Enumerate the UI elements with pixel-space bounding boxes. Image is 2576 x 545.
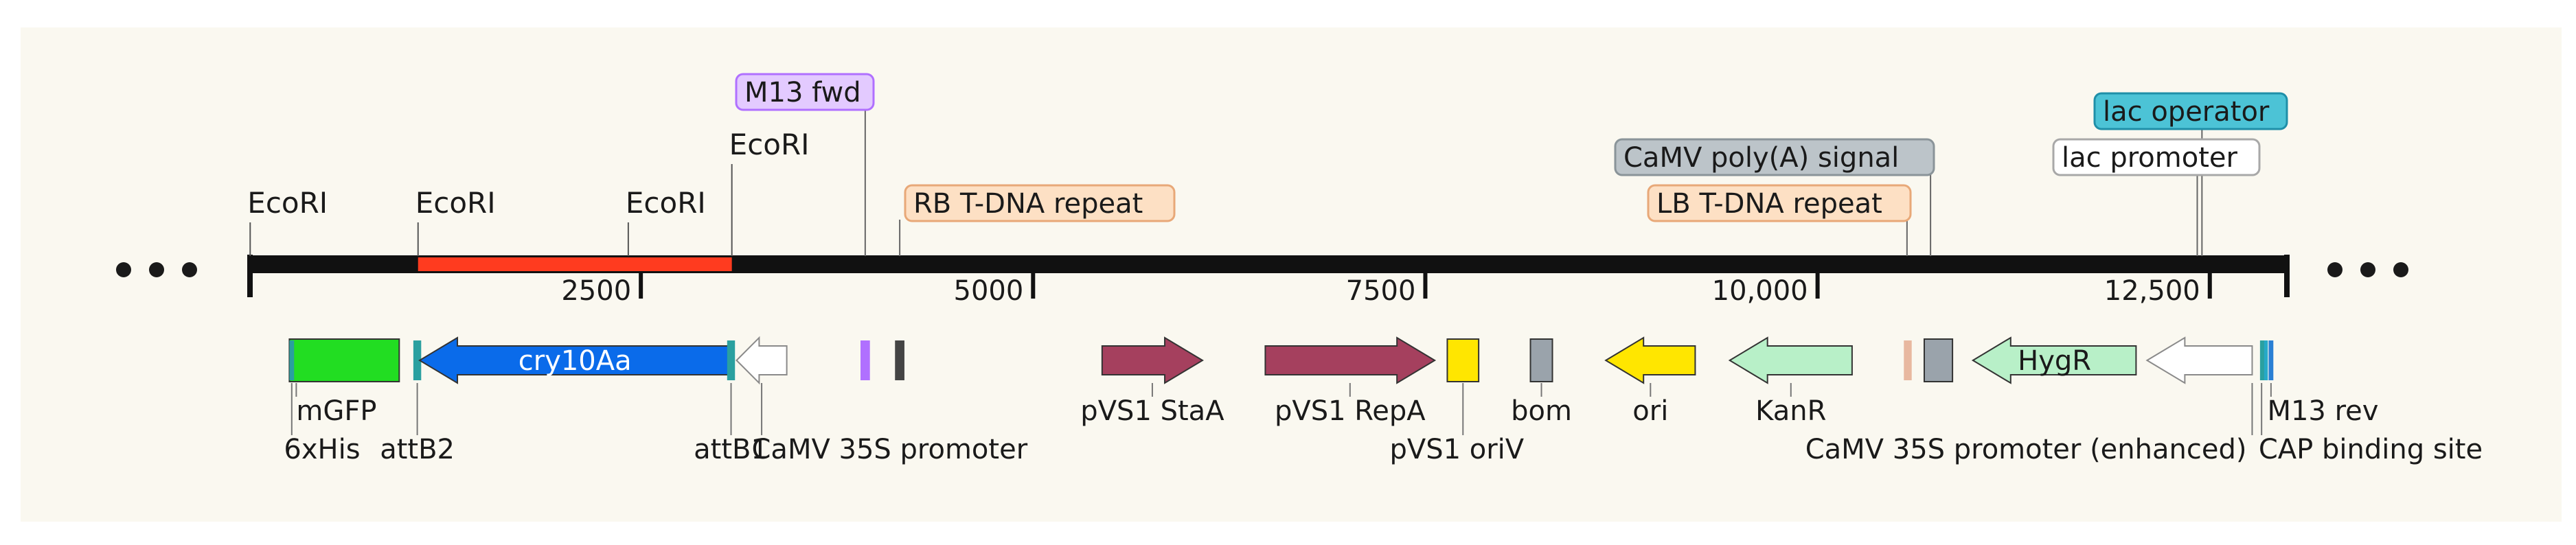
feature-label: KanR: [1755, 395, 1826, 427]
feature-box: [1529, 338, 1553, 382]
feature-label: CaMV 35S promoter: [752, 434, 1028, 465]
callout-box: [904, 184, 1176, 222]
truncation-dot: [182, 262, 197, 277]
feature-label: pVS1 RepA: [1275, 395, 1426, 427]
feature-arrow: [1604, 336, 1696, 384]
restriction-site-label: EcoRI: [247, 186, 328, 220]
ruler-ticks: 2500 5000 7500 10,000 12,500: [561, 272, 2212, 307]
backbone-end-cap: [2284, 255, 2290, 297]
callout-label: CaMV poly(A) signal: [1623, 142, 1899, 174]
backbone-start-cap: [247, 255, 253, 297]
callout-box: [2093, 92, 2288, 130]
feature-label: pVS1 oriV: [1389, 434, 1524, 465]
callout-box: [1647, 184, 1912, 222]
feature-mark: [1904, 340, 1912, 380]
feature-label: M13 rev: [2267, 395, 2378, 427]
truncation-dot: [2327, 262, 2343, 277]
feature-label: pVS1 StaA: [1080, 395, 1224, 427]
restriction-site-label: EcoRI: [415, 186, 496, 220]
selected-region: [418, 257, 732, 271]
feature-arrow: [1971, 336, 2137, 384]
callout-label: lac promoter: [2062, 142, 2237, 174]
feature-mark: [2268, 340, 2274, 380]
feature-mark: [860, 340, 870, 380]
feature-mark: [413, 340, 422, 380]
feature-label: CAP binding site: [2259, 434, 2483, 465]
feature-mark: [289, 340, 295, 380]
truncation-dot: [2360, 262, 2375, 277]
callout-label: LB T-DNA repeat: [1656, 188, 1882, 220]
feature-arrow: [1101, 336, 1204, 384]
feature-label: bom: [1511, 395, 1572, 427]
feature-label: 6xHis: [284, 434, 360, 465]
ruler-tick-label: 12,500: [2104, 275, 2200, 307]
truncation-dot: [2393, 262, 2408, 277]
feature-label-inline: HygR: [2018, 345, 2091, 377]
feature-mark: [2259, 340, 2264, 380]
feature-arrow: [418, 336, 731, 384]
callout-box: [1614, 138, 1935, 176]
feature-arrow: [2145, 336, 2253, 384]
truncation-marks-left: [116, 262, 197, 277]
restriction-sites: EcoRI EcoRI EcoRI EcoRI: [247, 128, 810, 256]
ruler-tick-label: 7500: [1346, 275, 1416, 307]
truncation-dot: [116, 262, 131, 277]
ruler-tick-label: 5000: [954, 275, 1024, 307]
callout-label: lac operator: [2103, 96, 2270, 128]
feature-label: CaMV 35S promoter (enhanced): [1805, 434, 2247, 465]
callout-label: RB T-DNA repeat: [913, 188, 1143, 220]
feature-mark: [2263, 340, 2268, 380]
feature-label: attB1: [694, 434, 768, 465]
restriction-site-label: EcoRI: [626, 186, 706, 220]
feature-label: attB2: [380, 434, 455, 465]
feature-label-inline: cry10Aa: [518, 345, 632, 377]
feature-label: ori: [1632, 395, 1668, 427]
callout-label: M13 fwd: [744, 77, 861, 108]
feature-callouts: M13 fwd RB T-DNA repeat CaMV poly(A) signa…: [735, 73, 2288, 256]
callout-box: [2052, 138, 2261, 176]
feature-mark: [727, 340, 736, 380]
ruler-tick-label: 10,000: [1712, 275, 1808, 307]
ruler-tick-label: 2500: [561, 275, 631, 307]
restriction-site-label: EcoRI: [729, 128, 810, 161]
sequence-backbone: [247, 255, 2290, 297]
feature-box: [1446, 338, 1480, 382]
truncation-dot: [149, 262, 164, 277]
feature-label: mGFP: [296, 395, 376, 427]
truncation-marks-right: [2327, 262, 2408, 277]
feature-box: [288, 338, 400, 382]
feature-arrow: [1264, 336, 1437, 384]
feature-arrow: [736, 336, 788, 385]
feature-mark: [895, 340, 904, 380]
feature-box: [1923, 338, 1954, 382]
feature-arrow: [1728, 336, 1853, 384]
callout-box: [735, 73, 875, 111]
